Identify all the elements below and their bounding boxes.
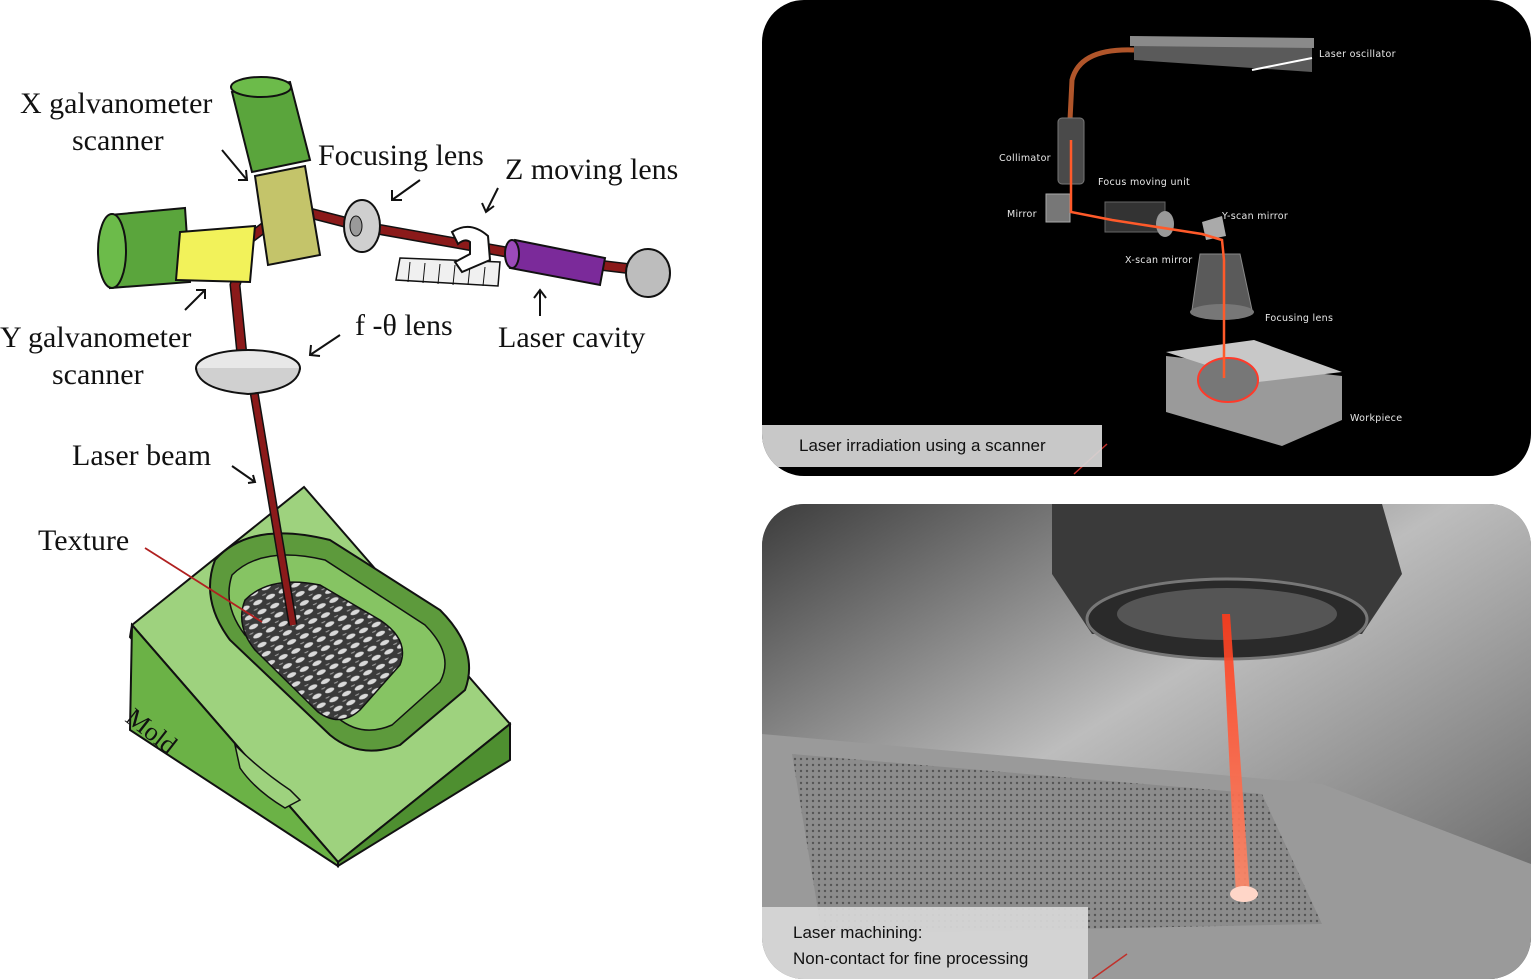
label-mirror: Mirror [1007, 209, 1037, 220]
label-y-scan-mirror: Y-scan mirror [1222, 211, 1289, 222]
z-moving-lens-stage [395, 225, 501, 287]
scanner-illustration [1045, 36, 1342, 475]
caption-line-2: Non-contact for fine processing [793, 949, 1029, 968]
laser-machining-photo-panel: Laser machining: Non-contact for fine pr… [762, 504, 1531, 979]
label-workpiece: Workpiece [1350, 413, 1403, 424]
label-x-scan-mirror: X-scan mirror [1125, 255, 1193, 266]
label-f-theta-lens: f -θ lens [355, 309, 453, 342]
diagram-drawing [97, 76, 671, 868]
caption-laser-machining: Laser machining: Non-contact for fine pr… [762, 907, 1088, 979]
label-arrows [184, 149, 547, 484]
x-galvanometer [230, 76, 322, 267]
label-focus-moving-unit: Focus moving unit [1098, 177, 1191, 188]
label-laser-cavity: Laser cavity [498, 321, 646, 354]
x-mirror [253, 164, 322, 267]
label-y-scanner: scanner [52, 358, 144, 391]
laser-scanner-diagram: X galvanometer scanner Focusing lens Z m… [0, 0, 740, 979]
label-laser-beam: Laser beam [72, 439, 212, 472]
label-x-scanner: scanner [72, 124, 164, 157]
label-y-galvanometer: Y galvanometer [0, 321, 192, 354]
label-texture: Texture [38, 524, 130, 557]
label-z-moving-lens: Z moving lens [505, 153, 679, 186]
mold-block [128, 485, 512, 868]
caption-line-1: Laser machining: [793, 923, 923, 942]
label-focusing-lens: Focusing lens [318, 139, 484, 172]
label-collimator: Collimator [999, 153, 1051, 164]
laser-cavity-shape [504, 238, 671, 298]
label-x-galvanometer: X galvanometer [20, 87, 213, 120]
label-focusing-lens-top: Focusing lens [1265, 313, 1334, 324]
texture-pointer [144, 547, 263, 623]
caption-scanner: Laser irradiation using a scanner [762, 425, 1102, 467]
y-mirror [174, 224, 257, 284]
label-laser-oscillator: Laser oscillator [1319, 49, 1396, 60]
scanner-illustration-panel: Laser oscillator Collimator Focus moving… [762, 0, 1531, 476]
y-galvanometer [97, 206, 257, 290]
